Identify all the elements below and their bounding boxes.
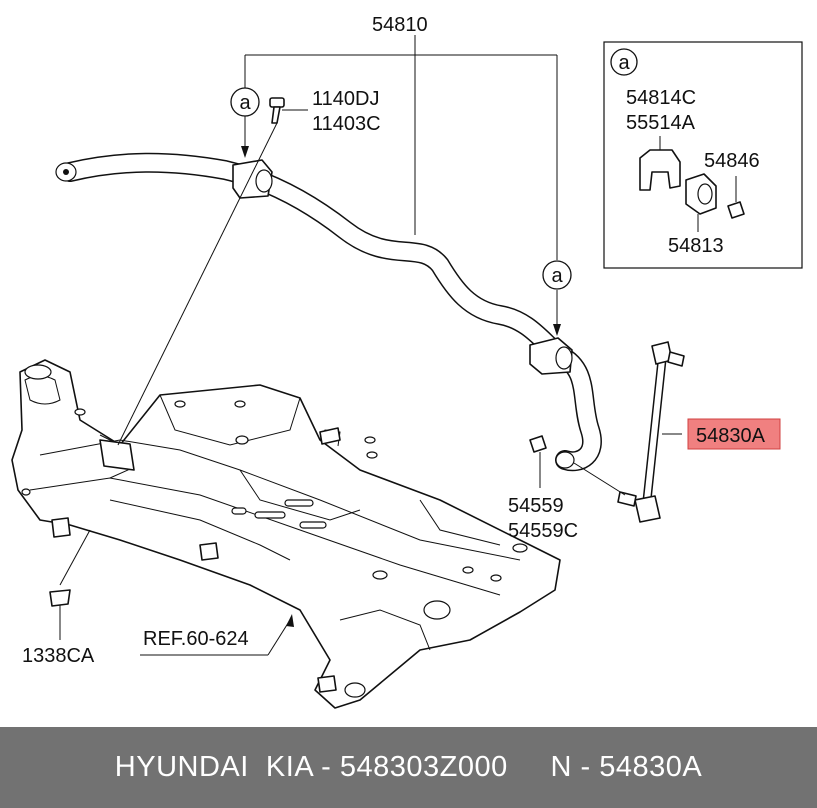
nut-icon [529, 435, 547, 453]
label-link: 54830A [696, 425, 766, 447]
label-bracket-a: 54814C [626, 87, 696, 109]
leader-lines [59, 35, 682, 656]
label-bolt-b: 11403C [312, 113, 381, 135]
inset-ref: a [618, 52, 630, 74]
label-reference: REF.60-624 [143, 628, 249, 650]
front-crossmember [11, 359, 561, 709]
stabilizer-link [617, 341, 685, 523]
label-nut-b: 54559C [508, 520, 578, 542]
label-crossmember-nut: 1338CA [22, 645, 95, 667]
inset-detail: a 54814C 55514A 54846 54813 [603, 41, 803, 269]
label-nut-a: 54559 [508, 495, 564, 517]
footer-bar: HYUNDAI KIA - 548303Z000 N - 54830A [0, 727, 817, 808]
stabilizer-bar [55, 152, 602, 472]
callout-circle [542, 260, 572, 290]
label-bracket-b: 55514A [626, 112, 696, 134]
callout-circle [610, 48, 638, 76]
label-bolt-a: 1140DJ [312, 88, 379, 110]
bolt-icon [269, 97, 285, 124]
label-bushing: 54813 [668, 235, 724, 257]
label-cap: 54846 [704, 150, 760, 172]
nut-icon [49, 589, 71, 607]
label-stabilizer-bar: 54810 [372, 14, 428, 36]
parts-diagram: 54810 a a 1140DJ 11403C 54830A 54559 545… [11, 14, 803, 709]
callout-ref-right: a [551, 265, 563, 287]
highlight-box [687, 418, 781, 450]
callout-ref-left: a [239, 92, 251, 114]
callout-circle [230, 87, 260, 117]
footer-text: HYUNDAI KIA - 548303Z000 N - 54830A [114, 751, 703, 783]
